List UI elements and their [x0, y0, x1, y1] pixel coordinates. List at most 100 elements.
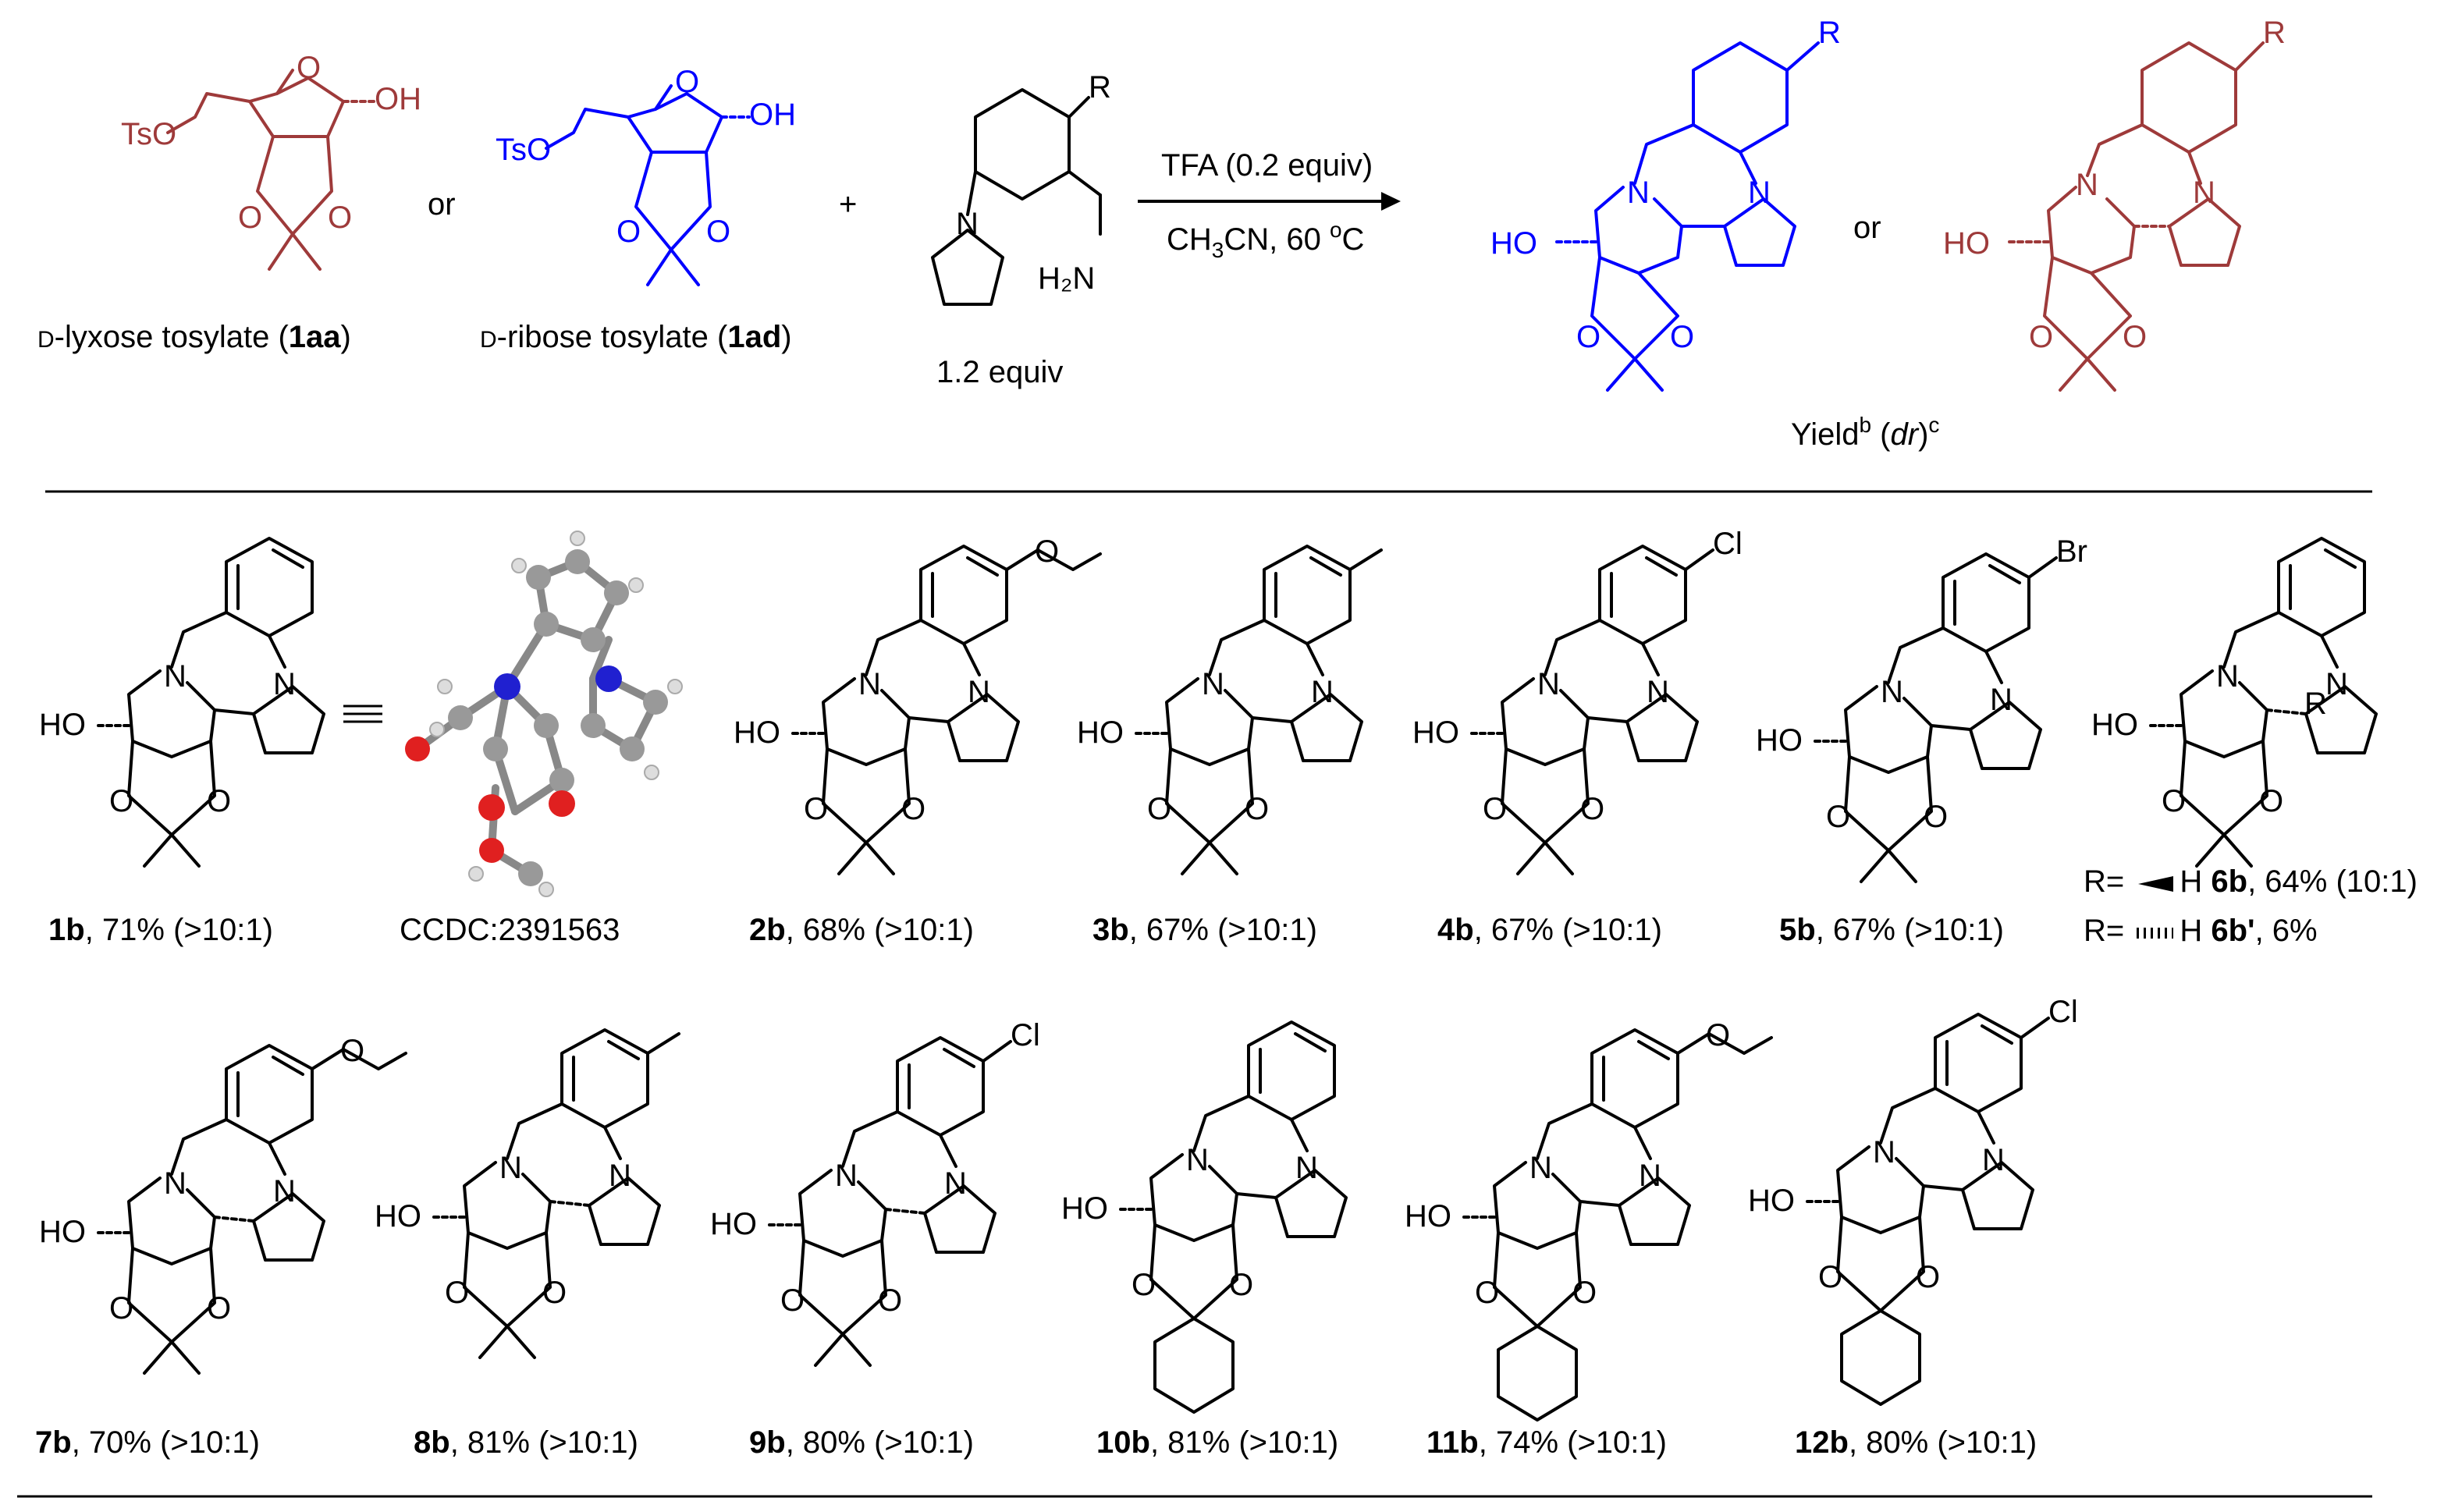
- pyrrole-ring: [1961, 1161, 2034, 1230]
- pyrrole-ring: [252, 685, 325, 754]
- ketal-o-atom: O: [1132, 1268, 1156, 1302]
- compound-id: 11b: [1426, 1425, 1479, 1460]
- lyxose-product-structure: R N N HO O O: [1943, 16, 2286, 392]
- methoxy-o-atom: O: [1035, 534, 1059, 569]
- ketal-o-atom: O: [2029, 320, 2053, 354]
- n-atom: N: [273, 1174, 296, 1209]
- n-atom: N: [858, 667, 881, 701]
- compound-caption: 5b, 67% (>10:1): [1779, 913, 2004, 947]
- ketal-o-atom: O: [1572, 1276, 1597, 1310]
- amine-structure: N R H₂N: [931, 70, 1111, 306]
- ketal-o-atom: O: [780, 1283, 805, 1318]
- r-label-6b: R: [2304, 687, 2327, 721]
- n-atom: N: [2076, 168, 2098, 202]
- compound-id: 9b: [749, 1425, 786, 1460]
- compound-id: 12b: [1795, 1425, 1849, 1460]
- wedge-bond-icon: [2138, 876, 2173, 892]
- ring-o-atom: O: [675, 65, 699, 99]
- ketal-o-atom: O: [1670, 320, 1694, 354]
- compound-caption: 10b, 81% (>10:1): [1096, 1425, 1338, 1460]
- product-structure: O N N HO O O: [1405, 1018, 1773, 1421]
- ketal-o-atom: O: [1916, 1260, 1940, 1294]
- compound-caption: 7b, 70% (>10:1): [35, 1425, 260, 1460]
- n-atom: N: [944, 1166, 967, 1201]
- pyrrole-ring: [947, 693, 1020, 762]
- compound-id: 3b: [1092, 913, 1129, 947]
- ho-group: HO: [1748, 1184, 1795, 1218]
- n-atom: N: [164, 659, 187, 694]
- pyrrole-ring: [1618, 1177, 1691, 1246]
- compound-yield: , 67% (>10:1): [1474, 913, 1662, 947]
- compound-caption: 3b, 67% (>10:1): [1092, 913, 1317, 947]
- compound-yield: , 81% (>10:1): [450, 1425, 638, 1460]
- ketal-o-atom: O: [2259, 784, 2283, 818]
- pyrrole-ring: [252, 1192, 325, 1262]
- ketal-o-atom: O: [1475, 1276, 1499, 1310]
- compound-yield: , 67% (>10:1): [1129, 913, 1317, 947]
- ketal-o-atom: O: [1818, 1260, 1842, 1294]
- n-atom: N: [1873, 1135, 1895, 1169]
- n-atom: N: [1881, 675, 1903, 709]
- ketal-o-atom: O: [542, 1276, 567, 1310]
- oh-atom: OH: [375, 82, 421, 116]
- ho-group: HO: [1490, 226, 1537, 261]
- compound-caption: 12b, 80% (>10:1): [1795, 1425, 2037, 1460]
- amine-equiv: 1.2 equiv: [936, 355, 1063, 389]
- ketal-o-atom: O: [1580, 792, 1604, 826]
- methyl-group: [646, 1032, 680, 1055]
- ketal-o-atom: O: [706, 215, 730, 249]
- compound-yield: , 80% (>10:1): [786, 1425, 974, 1460]
- legend-6b: R= H 6b, 64% (10:1): [2084, 864, 2418, 899]
- n-atom: N: [1537, 667, 1560, 701]
- halogen-atom: Br: [2056, 534, 2087, 569]
- methoxy-o-atom: O: [1706, 1018, 1730, 1052]
- lyxose-tosylate-structure: TsO OH O O O: [121, 51, 421, 271]
- ho-group: HO: [710, 1207, 757, 1241]
- arrow-head: [1381, 192, 1401, 211]
- ketal-o-atom: O: [109, 784, 133, 818]
- ho-group: HO: [1077, 715, 1124, 750]
- compound-yield: CCDC:2391563: [400, 913, 620, 947]
- pyrrole-ring: [1625, 693, 1699, 762]
- ho-group: HO: [1405, 1199, 1451, 1233]
- ho-group: HO: [39, 708, 86, 742]
- compound-id: 2b: [749, 913, 786, 947]
- ho-group: HO: [1061, 1191, 1108, 1226]
- ketal-o-atom: O: [2162, 784, 2186, 818]
- pyrrole-ring: [2304, 685, 2378, 754]
- compound-caption: 8b, 81% (>10:1): [414, 1425, 638, 1460]
- ho-group: HO: [39, 1215, 86, 1249]
- ketal-o-atom: O: [616, 215, 641, 249]
- pyrrole-ring: [588, 1177, 661, 1246]
- ho-group: HO: [2091, 708, 2138, 742]
- n-atom: N: [609, 1159, 631, 1193]
- compound-id: 10b: [1096, 1425, 1150, 1460]
- ketal-o-atom: O: [1826, 800, 1850, 834]
- n-atom: N: [1529, 1151, 1552, 1185]
- ketal-o-atom: O: [1229, 1268, 1253, 1302]
- n-atom: N: [2325, 667, 2348, 701]
- halogen-atom: Cl: [2048, 995, 2078, 1029]
- r-group: R: [1089, 70, 1111, 105]
- n-atom: N: [1639, 1159, 1661, 1193]
- compound-id: 7b: [35, 1425, 72, 1460]
- compound-caption: 4b, 67% (>10:1): [1437, 913, 1662, 947]
- n-atom: N: [1647, 675, 1669, 709]
- r-group: R: [2263, 16, 2286, 50]
- compound-yield: , 81% (>10:1): [1150, 1425, 1338, 1460]
- ho-group: HO: [1756, 723, 1803, 758]
- ribose-product-structure: R N N HO O O: [1490, 16, 1841, 392]
- n-atom: N: [968, 675, 990, 709]
- compound-caption: 2b, 68% (>10:1): [749, 913, 974, 947]
- ho-group: HO: [375, 1199, 421, 1233]
- n-atom: N: [1990, 683, 2013, 717]
- n-atom: N: [956, 207, 979, 241]
